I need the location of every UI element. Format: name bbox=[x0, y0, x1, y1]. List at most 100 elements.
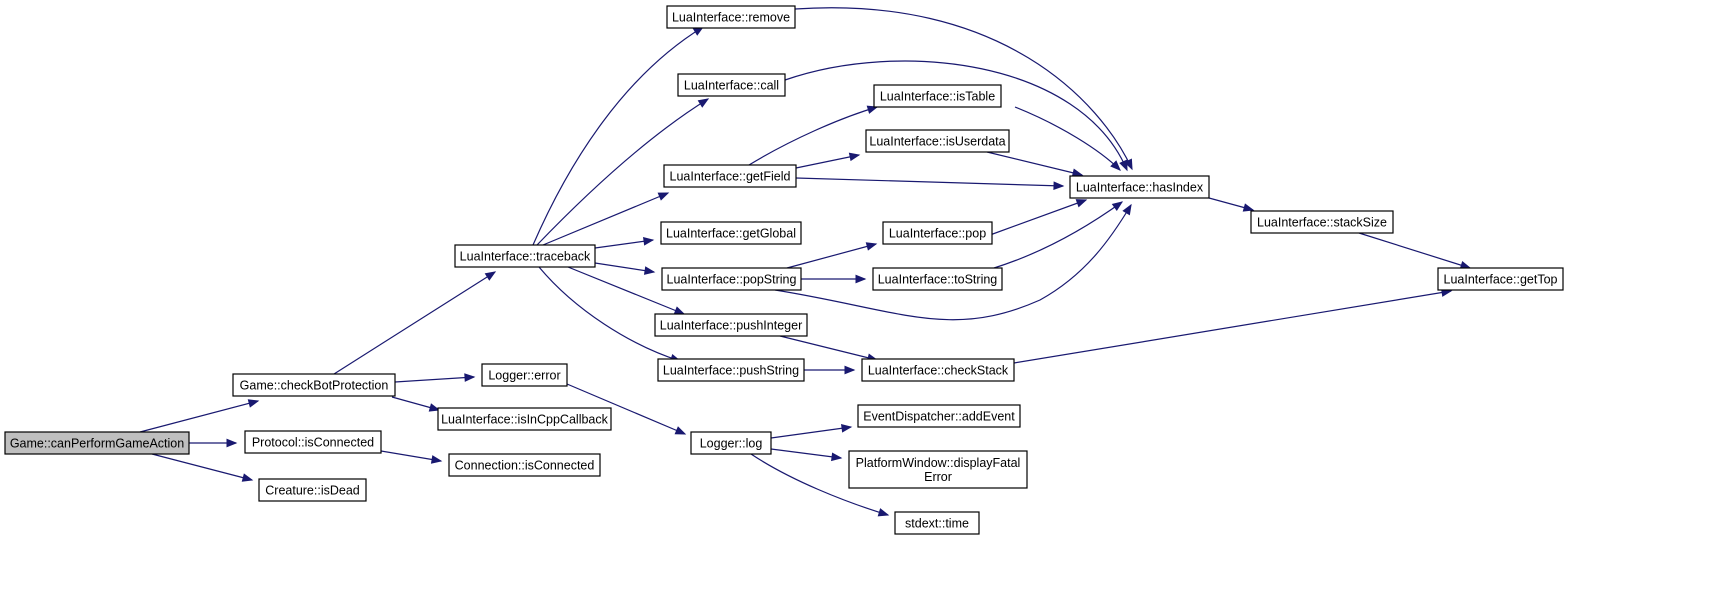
node-box[interactable] bbox=[1069, 175, 1210, 199]
arrowhead-icon bbox=[1111, 201, 1124, 212]
edge-n1-n6 bbox=[391, 396, 441, 412]
node-luainterface-pop[interactable]: LuaInterface::pop bbox=[882, 221, 993, 245]
node-eventdispatcher-addevent[interactable]: EventDispatcher::addEvent bbox=[857, 404, 1021, 428]
node-game-checkbotprotection[interactable]: Game::checkBotProtection bbox=[232, 373, 396, 397]
node-box[interactable] bbox=[690, 431, 772, 455]
arrowhead-icon bbox=[865, 242, 878, 251]
node-label: LuaInterface::getGlobal bbox=[666, 227, 796, 241]
node-stdext-time[interactable]: stdext::time bbox=[894, 511, 980, 535]
node-creature-isdead[interactable]: Creature::isDead bbox=[258, 478, 367, 502]
node-box[interactable] bbox=[437, 407, 612, 431]
node-luainterface-call[interactable]: LuaInterface::call bbox=[677, 73, 786, 97]
node-box[interactable] bbox=[882, 221, 993, 245]
node-box[interactable] bbox=[660, 221, 802, 245]
arrowhead-icon bbox=[844, 365, 856, 375]
edge-line bbox=[538, 266, 681, 362]
node-box[interactable] bbox=[4, 431, 190, 455]
arrowhead-icon bbox=[643, 266, 656, 275]
node-logger-error[interactable]: Logger::error bbox=[481, 363, 568, 387]
node-label: LuaInterface::isInCppCallback bbox=[441, 413, 609, 427]
arrowhead-icon bbox=[877, 508, 890, 517]
node-luainterface-isincppcallback[interactable]: LuaInterface::isInCppCallback bbox=[437, 407, 612, 431]
node-luainterface-popstring[interactable]: LuaInterface::popString bbox=[661, 267, 802, 291]
edge-n4-n11 bbox=[594, 237, 655, 249]
node-game-canperformgameaction[interactable]: Game::canPerformGameAction bbox=[4, 431, 190, 455]
edge-line bbox=[536, 98, 709, 246]
node-box[interactable] bbox=[663, 164, 797, 188]
node-box[interactable] bbox=[232, 373, 396, 397]
node-label: LuaInterface::stackSize bbox=[1257, 216, 1387, 230]
arrowhead-icon bbox=[428, 403, 441, 412]
node-box[interactable] bbox=[861, 358, 1015, 382]
edge-n15-n23 bbox=[750, 453, 890, 517]
node-box[interactable] bbox=[873, 84, 1002, 108]
node-box[interactable] bbox=[865, 129, 1010, 153]
node-box[interactable] bbox=[454, 244, 596, 268]
node-luainterface-getglobal[interactable]: LuaInterface::getGlobal bbox=[660, 221, 802, 245]
node-box[interactable] bbox=[657, 358, 805, 382]
node-luainterface-gettop[interactable]: LuaInterface::getTop bbox=[1437, 267, 1564, 291]
node-box[interactable] bbox=[677, 73, 786, 97]
node-luainterface-istable[interactable]: LuaInterface::isTable bbox=[873, 84, 1002, 108]
edge-n17-n24 bbox=[986, 151, 1084, 177]
node-luainterface-pushstring[interactable]: LuaInterface::pushString bbox=[657, 358, 805, 382]
edge-line bbox=[794, 7, 1133, 170]
edge-line bbox=[786, 243, 877, 269]
edge-n16-n24 bbox=[1014, 106, 1121, 171]
node-box[interactable] bbox=[872, 267, 1003, 291]
arrowhead-icon bbox=[855, 274, 867, 284]
edge-line bbox=[770, 426, 852, 439]
edge-line bbox=[594, 262, 655, 273]
edge-n1-n5 bbox=[394, 373, 476, 383]
node-box[interactable] bbox=[481, 363, 568, 387]
edge-n20-n26 bbox=[1013, 288, 1453, 364]
node-luainterface-isuserdata[interactable]: LuaInterface::isUserdata bbox=[865, 129, 1010, 153]
arrowhead-icon bbox=[642, 237, 655, 246]
node-luainterface-pushinteger[interactable]: LuaInterface::pushInteger bbox=[654, 313, 808, 337]
edge-n2-n7 bbox=[380, 450, 443, 464]
node-label: LuaInterface::call bbox=[684, 79, 779, 93]
node-box[interactable] bbox=[448, 453, 601, 477]
node-label: LuaInterface::checkStack bbox=[868, 364, 1009, 378]
node-box[interactable] bbox=[661, 267, 802, 291]
node-label: LuaInterface::isTable bbox=[880, 90, 995, 104]
node-box[interactable] bbox=[857, 404, 1021, 428]
node-luainterface-checkstack[interactable]: LuaInterface::checkStack bbox=[861, 358, 1015, 382]
arrowhead-icon bbox=[1110, 160, 1121, 171]
node-luainterface-getfield[interactable]: LuaInterface::getField bbox=[663, 164, 797, 188]
arrowhead-icon bbox=[484, 271, 497, 281]
arrowhead-icon bbox=[674, 426, 687, 435]
edge-n0-n3 bbox=[151, 453, 254, 482]
node-label: stdext::time bbox=[905, 517, 969, 531]
arrowhead-icon bbox=[848, 152, 861, 162]
node-box[interactable] bbox=[1250, 210, 1394, 234]
node-box[interactable] bbox=[244, 430, 382, 454]
node-box[interactable] bbox=[1437, 267, 1564, 291]
node-luainterface-remove[interactable]: LuaInterface::remove bbox=[666, 5, 796, 29]
edge-line bbox=[993, 201, 1123, 269]
node-luainterface-hasindex[interactable]: LuaInterface::hasIndex bbox=[1069, 175, 1210, 199]
edge-line bbox=[774, 204, 1132, 321]
node-label: Protocol::isConnected bbox=[252, 436, 374, 450]
node-label: LuaInterface::popString bbox=[667, 273, 797, 287]
node-box[interactable] bbox=[894, 511, 980, 535]
node-luainterface-tostring[interactable]: LuaInterface::toString bbox=[872, 267, 1003, 291]
arrowhead-icon bbox=[1119, 159, 1128, 172]
node-luainterface-stacksize[interactable]: LuaInterface::stackSize bbox=[1250, 210, 1394, 234]
edge-line bbox=[333, 271, 496, 375]
node-box[interactable] bbox=[666, 5, 796, 29]
edge-line bbox=[394, 376, 475, 383]
node-logger-log[interactable]: Logger::log bbox=[690, 431, 772, 455]
edge-n4-n8 bbox=[532, 26, 705, 246]
node-box[interactable] bbox=[258, 478, 367, 502]
edge-n0-n1 bbox=[139, 399, 260, 433]
node-luainterface-traceback[interactable]: LuaInterface::traceback bbox=[454, 244, 596, 268]
node-box[interactable] bbox=[654, 313, 808, 337]
node-protocol-isconnected[interactable]: Protocol::isConnected bbox=[244, 430, 382, 454]
node-connection-isconnected[interactable]: Connection::isConnected bbox=[448, 453, 601, 477]
arrowhead-icon bbox=[464, 373, 476, 382]
node-label: LuaInterface::pop bbox=[889, 227, 986, 241]
node-box[interactable] bbox=[848, 450, 1028, 489]
